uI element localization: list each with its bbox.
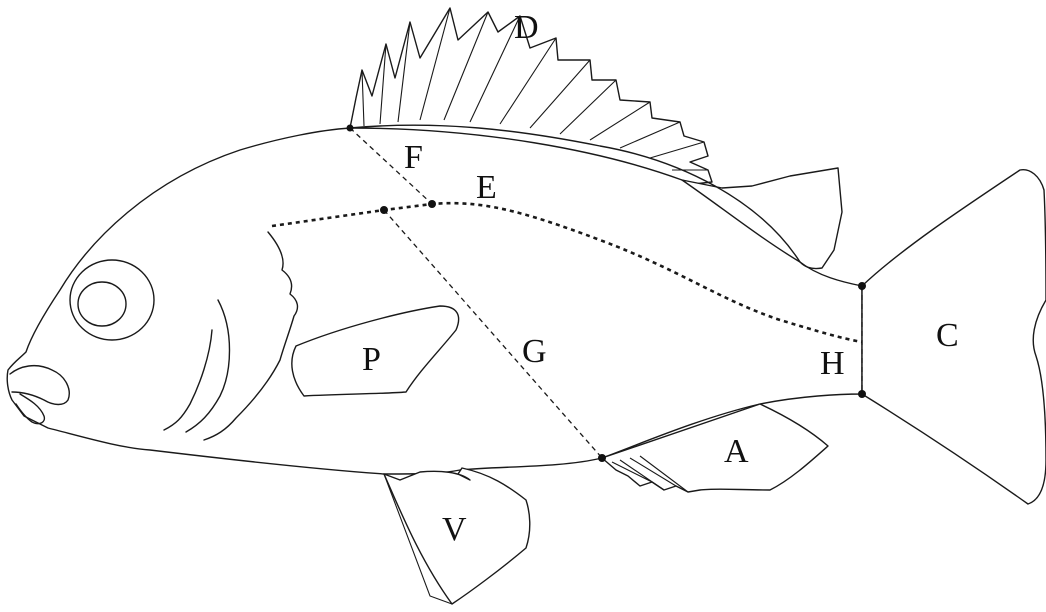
label-caudal-fin: C	[936, 317, 959, 354]
label-region-e: E	[476, 169, 497, 206]
label-pectoral-fin: P	[362, 341, 381, 378]
operculum-edge	[204, 232, 297, 440]
label-anal-fin: A	[724, 433, 749, 470]
cheek-line	[186, 300, 230, 432]
label-region-g: G	[522, 333, 547, 370]
label-region-h: H	[820, 345, 845, 382]
label-region-f: F	[404, 139, 423, 176]
landmark-points	[347, 125, 867, 463]
eye	[70, 260, 154, 340]
preopercle-line	[164, 330, 212, 430]
label-pelvic-fin: V	[442, 511, 467, 548]
mouth	[10, 366, 69, 424]
label-dorsal-fin: D	[514, 9, 539, 46]
